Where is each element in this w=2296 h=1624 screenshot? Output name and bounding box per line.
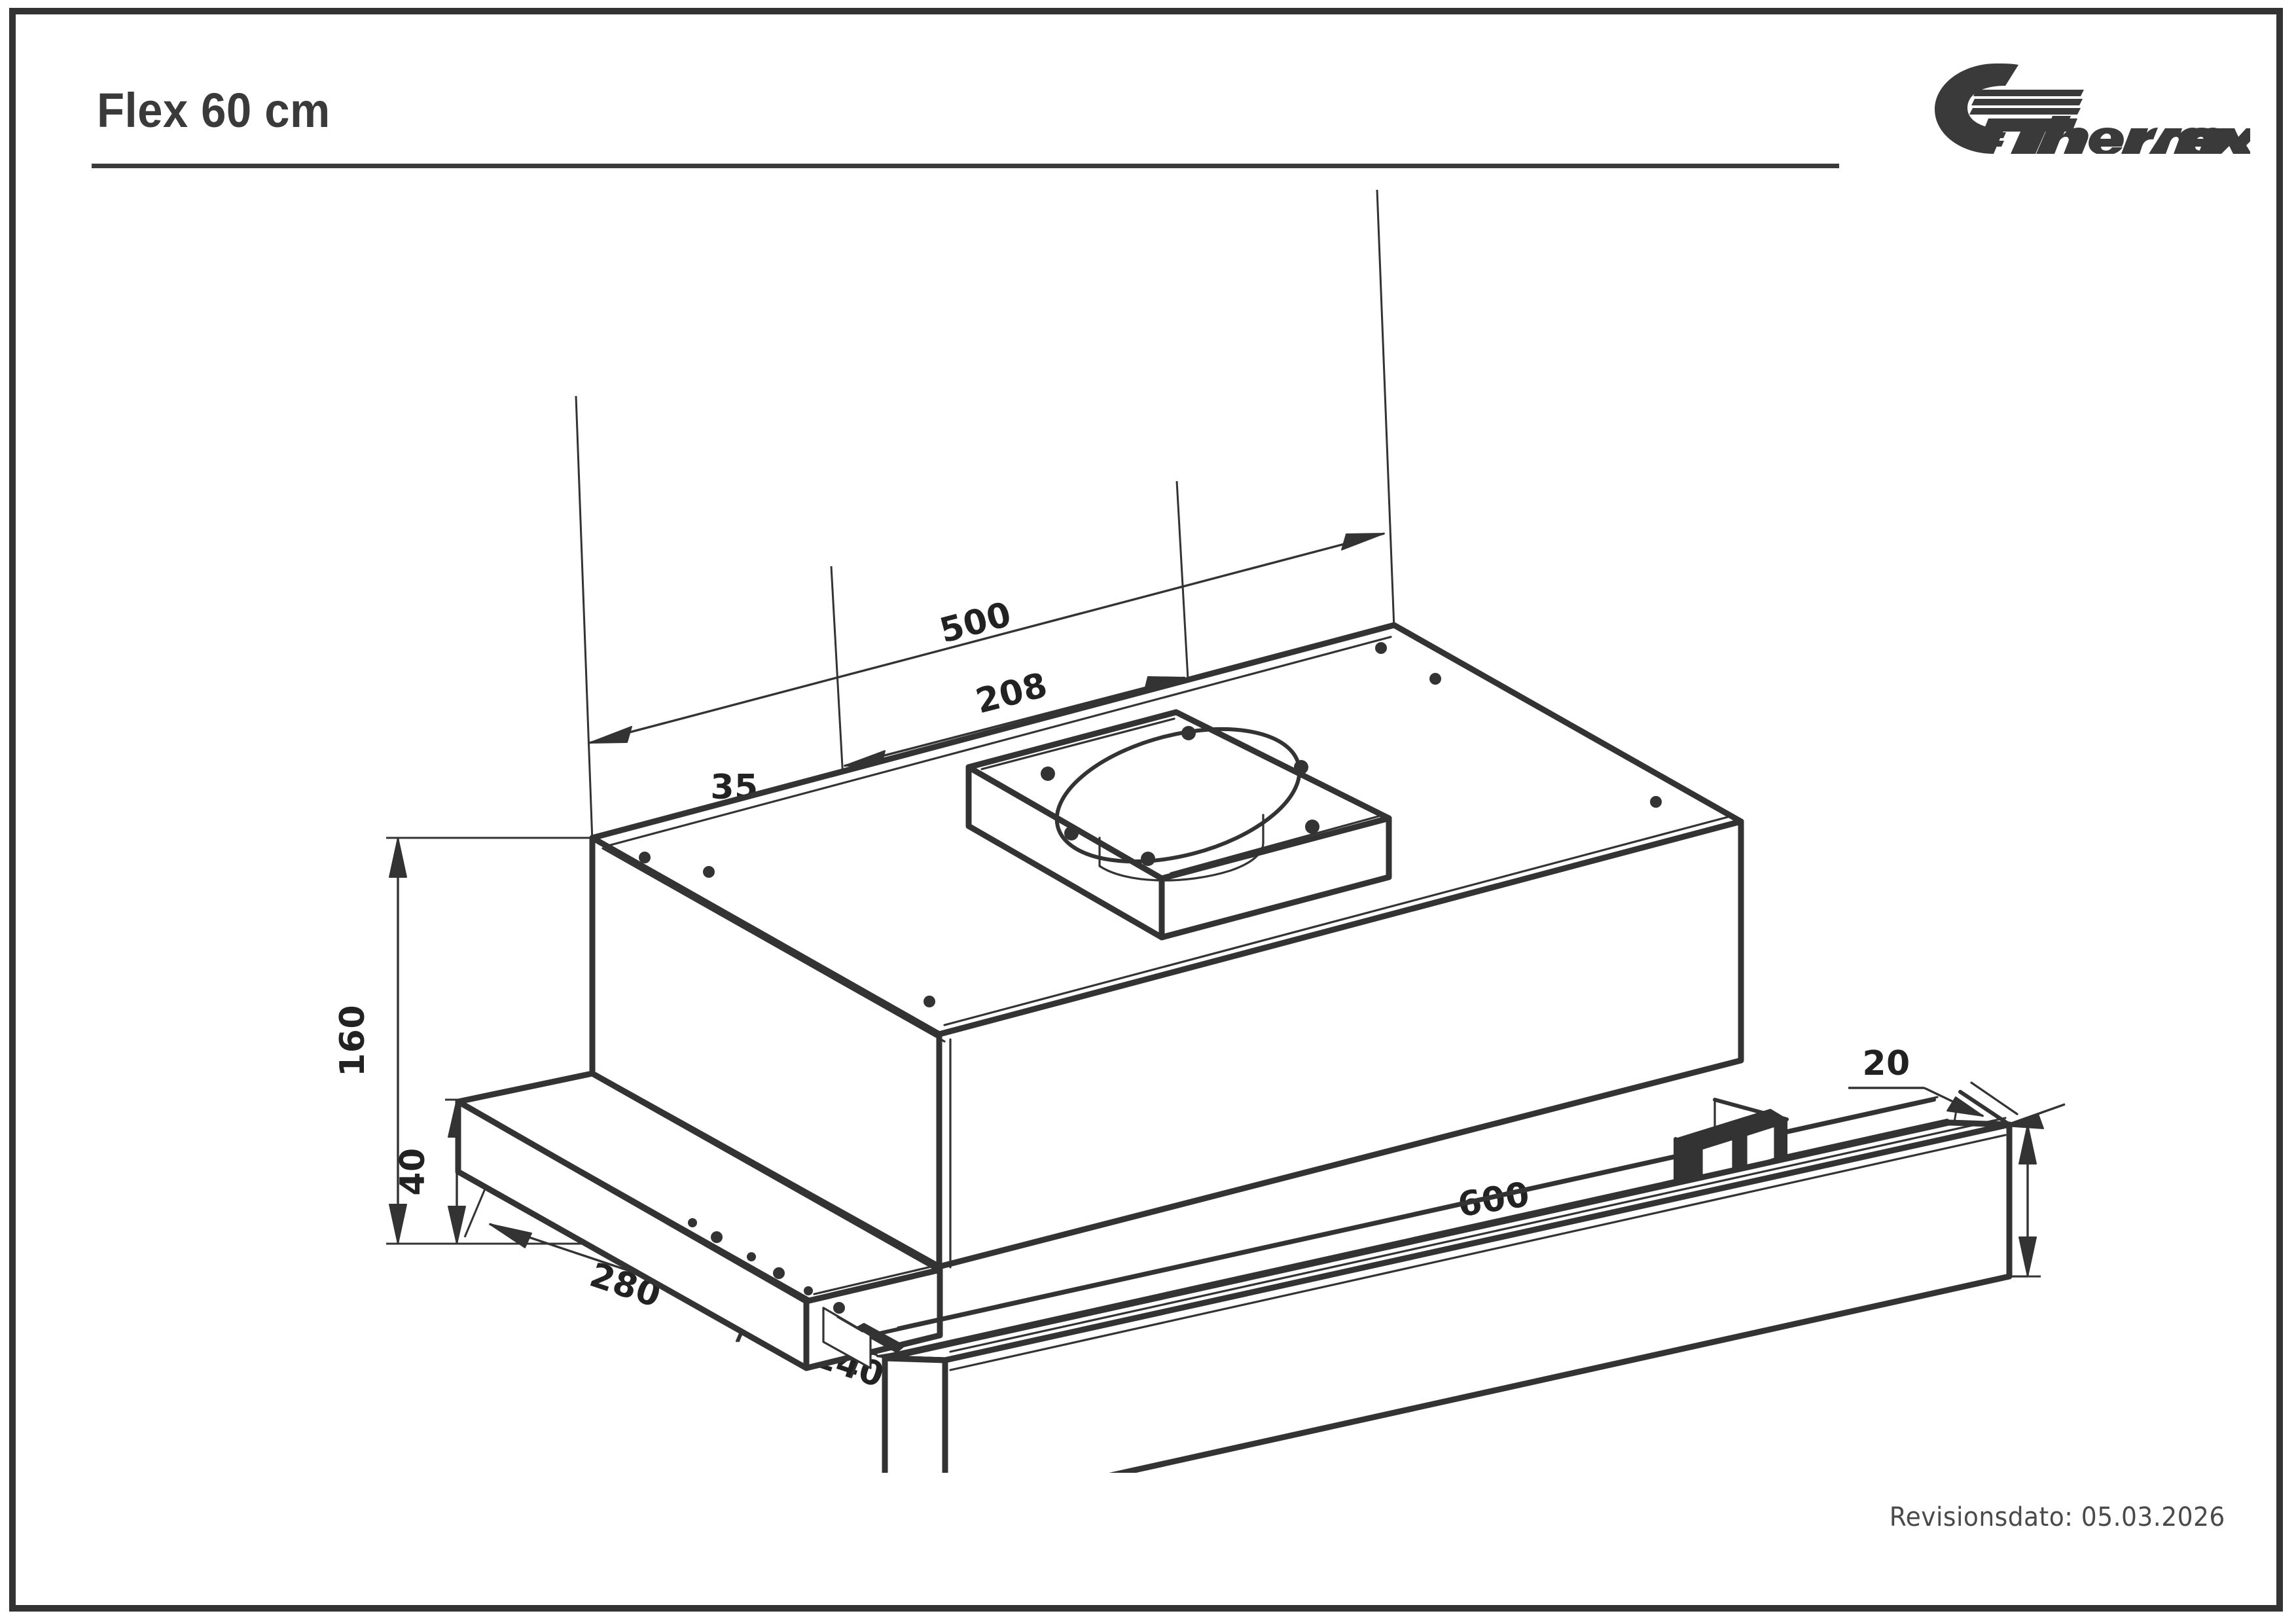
- slide-rail-rim-line-2: [813, 1264, 939, 1295]
- screw-dot: [1305, 820, 1319, 834]
- screw-dot: [1650, 796, 1662, 808]
- dimension-label-208: 208: [972, 666, 1052, 722]
- screw-dot: [1141, 852, 1155, 866]
- thermex-logo: R: [1923, 56, 2250, 154]
- dimension-label-160: 160: [333, 1005, 372, 1077]
- duct-box-top-face: [965, 709, 1392, 882]
- page-title: Flex 60 cm: [97, 83, 331, 137]
- screw-dot: [1375, 642, 1387, 654]
- title-divider: [92, 164, 1839, 168]
- body-top-rim-line-2: [943, 814, 1734, 1026]
- screw-dot: [688, 1218, 697, 1227]
- dimension-label-20: 20: [1862, 1044, 1910, 1083]
- screw-dot: [804, 1286, 813, 1295]
- screw-dot: [1181, 726, 1196, 740]
- duct-box-top-rim-2: [1170, 814, 1382, 875]
- dimension-label-40: 40: [393, 1147, 433, 1195]
- front-panel-rim: [949, 1117, 2007, 1353]
- dimension-label-500: 500: [936, 595, 1016, 651]
- screw-dot: [924, 996, 935, 1007]
- screw-dot: [711, 1231, 723, 1243]
- screw-dot: [1064, 826, 1079, 840]
- screw-dot: [1429, 673, 1441, 685]
- body-top-rim-line: [604, 636, 1392, 848]
- screw-dot: [1294, 760, 1308, 774]
- screw-dot: [773, 1267, 785, 1279]
- front-panel-left-cap: [882, 1355, 948, 1473]
- product-isometric-drawing: 500 208 35: [0, 164, 2296, 1473]
- front-panel-rim-2: [949, 1134, 2007, 1371]
- screw-dot: [747, 1252, 756, 1261]
- screw-dot: [639, 852, 651, 863]
- screw-dot: [703, 866, 715, 878]
- sheet-header: Flex 60 cm: [0, 0, 2296, 196]
- slide-rail-rim-line: [467, 1105, 812, 1301]
- screw-dot: [1041, 767, 1055, 781]
- screw-dot: [833, 1302, 845, 1314]
- duct-box-top-rim: [980, 717, 1175, 770]
- front-panel-bevel: [1958, 1090, 2011, 1127]
- dimension-20: 20: [1848, 1044, 2066, 1129]
- body-right-face: [936, 818, 1744, 1270]
- hood-assembly: [455, 622, 2029, 1473]
- body-front-edge-inner: [601, 847, 946, 1043]
- revision-date-text: Revisionsdato: 05.03.2026: [1889, 1502, 2225, 1532]
